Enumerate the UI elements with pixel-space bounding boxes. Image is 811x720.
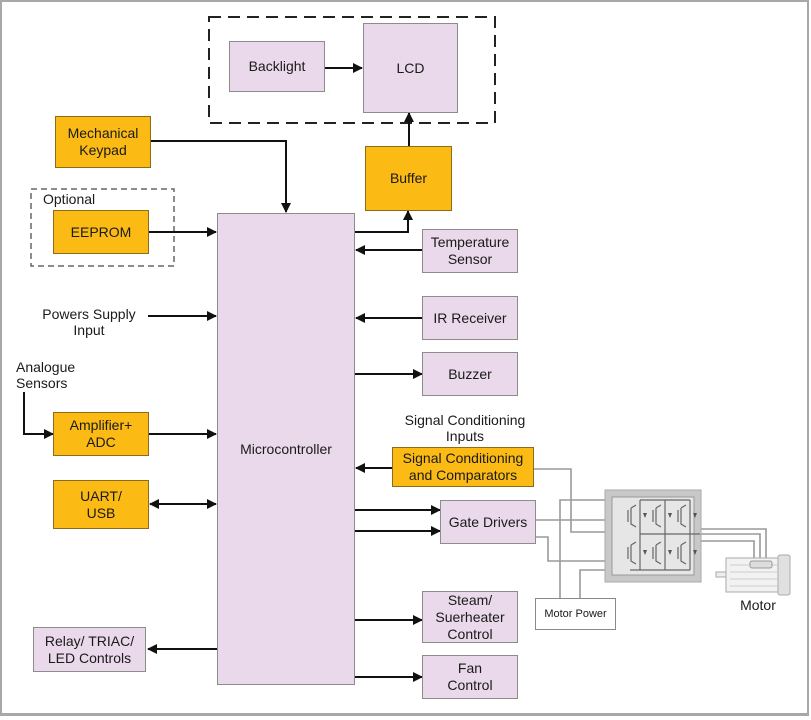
analogue-sensors-label: Analogue Sensors — [16, 359, 76, 391]
arrow-keypad-mcu — [150, 140, 291, 213]
steam-superheater-block: Steam/ Suerheater Control — [422, 591, 518, 643]
gate-drivers-block: Gate Drivers — [440, 500, 536, 544]
optional-group-border — [30, 188, 175, 267]
microcontroller-block: Microcontroller — [217, 213, 355, 685]
motor-power-block: Motor Power — [535, 598, 616, 630]
amplifier-adc-block: Amplifier+ ADC — [53, 412, 149, 456]
backlight-block: Backlight — [229, 41, 325, 92]
buzzer-block: Buzzer — [422, 352, 518, 396]
arrow-mcu-buffer — [355, 210, 413, 233]
temperature-sensor-block: Temperature Sensor — [422, 229, 518, 273]
motor-icon — [715, 554, 791, 596]
relay-triac-led-block: Relay/ TRIAC/ LED Controls — [33, 627, 146, 672]
power-supply-label: Powers Supply Input — [42, 306, 136, 338]
signal-conditioning-inputs-label: Signal Conditioning Inputs — [404, 412, 526, 444]
eeprom-block: EEPROM — [53, 210, 149, 254]
inverter-module — [604, 489, 702, 583]
motor-label: Motor — [740, 597, 776, 613]
optional-label: Optional — [43, 191, 96, 207]
arrow-sensors-amp — [23, 392, 54, 439]
mechanical-keypad-block: Mechanical Keypad — [55, 116, 151, 168]
uart-usb-block: UART/ USB — [53, 480, 149, 529]
lcd-block: LCD — [363, 23, 458, 113]
display-group-border — [208, 16, 496, 124]
signal-conditioning-block: Signal Conditioning and Comparators — [392, 447, 534, 487]
ir-receiver-block: IR Receiver — [422, 296, 518, 340]
fan-control-block: Fan Control — [422, 655, 518, 699]
buffer-block: Buffer — [365, 146, 452, 211]
